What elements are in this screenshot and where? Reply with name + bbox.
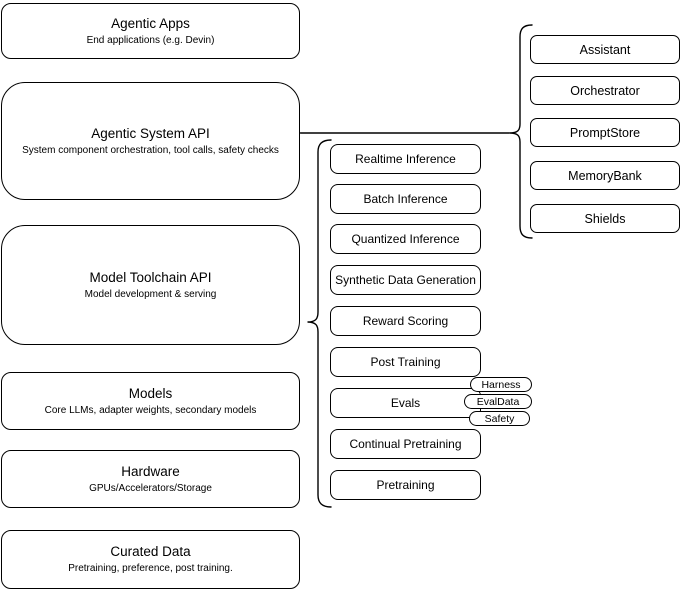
node-subtitle: Pretraining, preference, post training. [68,563,233,574]
tag-evaldata: EvalData [464,394,532,409]
node-title: Agentic System API [91,125,210,141]
node-models: Models Core LLMs, adapter weights, secon… [1,372,300,430]
node-continual-pretraining: Continual Pretraining [330,429,481,459]
node-subtitle: Core LLMs, adapter weights, secondary mo… [44,404,257,416]
node-reward-scoring: Reward Scoring [330,306,481,336]
node-hardware: Hardware GPUs/Accelerators/Storage [1,450,300,508]
node-title: Curated Data [110,544,191,559]
brace-toolchain [307,139,332,508]
node-subtitle: End applications (e.g. Devin) [86,34,215,46]
node-assistant: Assistant [530,35,680,64]
node-title: Models [128,385,173,401]
node-synthetic-data-generation: Synthetic Data Generation [330,265,481,295]
node-post-training: Post Training [330,347,481,377]
node-quantized-inference: Quantized Inference [330,224,481,254]
node-shields: Shields [530,204,680,233]
brace-system-components [509,24,533,239]
node-realtime-inference: Realtime Inference [330,144,481,174]
node-promptstore: PromptStore [530,118,680,147]
tag-safety: Safety [469,411,530,426]
node-title: Agentic Apps [111,15,190,31]
node-agentic-system-api: Agentic System API System component orch… [1,82,300,200]
node-title: Model Toolchain API [89,269,212,285]
node-orchestrator: Orchestrator [530,76,680,105]
tag-harness: Harness [470,377,532,392]
node-subtitle: GPUs/Accelerators/Storage [89,482,212,494]
node-evals: Evals [330,388,481,418]
node-agentic-apps: Agentic Apps End applications (e.g. Devi… [1,3,300,59]
node-subtitle: Model development & serving [84,288,217,300]
node-pretraining: Pretraining [330,470,481,500]
node-curated-data: Curated Data Pretraining, preference, po… [1,530,300,589]
node-batch-inference: Batch Inference [330,184,481,214]
node-memorybank: MemoryBank [530,161,680,190]
node-subtitle: System component orchestration, tool cal… [22,144,279,156]
node-title: Hardware [121,463,180,479]
node-model-toolchain-api: Model Toolchain API Model development & … [1,225,300,345]
